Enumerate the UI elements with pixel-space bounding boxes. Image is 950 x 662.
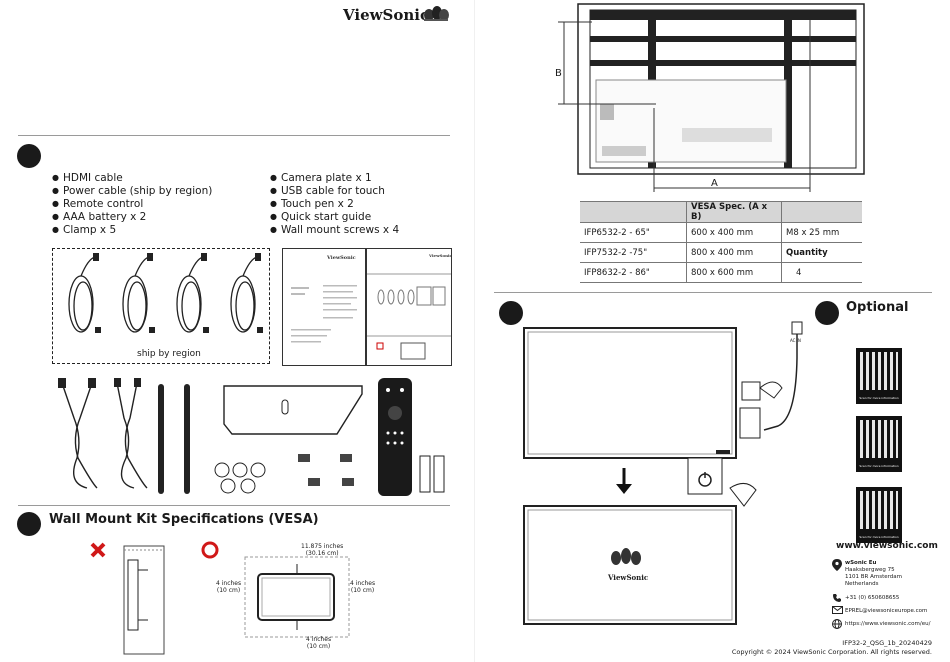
table-cell: 800 x 400 mm: [686, 242, 782, 263]
step-bullet: [17, 512, 41, 536]
vesa-top-dimension: 11.875 inches (30.16 cm): [301, 543, 343, 557]
table-cell: M8 x 25 mm: [781, 222, 862, 243]
qr-caption: Scan for more information: [859, 396, 899, 400]
vesa-left-dim-cm-label: (10 cm): [216, 587, 241, 594]
vesa-right-dim-cm-label: (10 cm): [350, 587, 375, 594]
list-item: Power cable (ship by region): [52, 185, 212, 198]
table-cell: IFP7532-2 -75": [580, 242, 687, 263]
qr-code[interactable]: Scan for more information: [856, 416, 902, 472]
table-cell: Quantity: [781, 242, 862, 263]
brand-logo: ViewSonic: [343, 6, 429, 24]
rear-panel-diagram: [558, 3, 865, 192]
table-cell: IFP6532-2 - 65": [580, 222, 687, 243]
section-rule: [18, 505, 450, 506]
brand-logo-text: ViewSonic: [343, 6, 430, 24]
table-row: IFP7532-2 -75" 800 x 400 mm Quantity: [580, 242, 862, 263]
power-cables-box: ship by region: [52, 248, 270, 364]
power-cable-illustration: [68, 253, 263, 333]
vesa-bottom-dim-label: 4 inches: [306, 636, 332, 643]
table-header-row: VESA Spec. (A x B): [580, 201, 862, 223]
power-on-diagram: ViewSonic: [523, 321, 803, 625]
correct-mount-icon: [201, 541, 219, 559]
vesa-bottom-dim-cm-label: (10 cm): [306, 643, 331, 650]
page-divider: [474, 0, 475, 662]
table-cell: 4: [781, 262, 862, 283]
vesa-bottom-dimension: 4 inches (10 cm): [306, 636, 331, 650]
guide-diagram-illustration: ViewSonic: [367, 253, 453, 360]
address-line: Netherlands: [845, 581, 879, 587]
step-bullet: [815, 301, 839, 325]
address-line: 1101 BR Amsterdam: [845, 574, 902, 580]
vesa-right-dimension: 4 inches (10 cm): [350, 580, 375, 594]
list-item: USB cable for touch: [270, 185, 399, 198]
table-row: IFP8632-2 - 86" 800 x 600 mm 4: [580, 262, 862, 283]
list-item: Touch pen x 2: [270, 198, 399, 211]
svg-text:ViewSonic: ViewSonic: [607, 573, 648, 582]
list-item: AAA battery x 2: [52, 211, 212, 224]
dimension-b-label: B: [555, 68, 562, 79]
quick-start-guide-inner-sheet: ViewSonic: [366, 248, 453, 366]
website-link[interactable]: www.viewsonic.com: [836, 541, 938, 551]
qr-code[interactable]: Scan for more information: [856, 487, 902, 543]
table-cell: 800 x 600 mm: [686, 262, 782, 283]
table-header-cell: [781, 201, 862, 223]
company-name: wSonic Eu: [845, 560, 877, 566]
document-code: IFP32-2_QSG_1b_20240429: [842, 639, 932, 647]
list-item: Clamp x 5: [52, 224, 212, 237]
step-bullet: [17, 144, 41, 168]
table-cell: 600 x 400 mm: [686, 222, 782, 243]
optional-title: Optional: [846, 300, 909, 315]
company-address: wSonic Eu Haaksbergweg 75 1101 BR Amster…: [845, 560, 902, 588]
copyright-notice: Copyright © 2024 ViewSonic Corporation. …: [731, 648, 932, 656]
vesa-right-dim-label: 4 inches: [350, 580, 376, 587]
vesa-mount-diagram: [244, 556, 350, 638]
table-header-cell: [580, 201, 687, 223]
qr-code[interactable]: Scan for more information: [856, 348, 902, 404]
svg-text:ViewSonic: ViewSonic: [428, 253, 451, 258]
vesa-left-dimension: 4 inches (10 cm): [216, 580, 241, 594]
qr-caption: Scan for more information: [859, 464, 899, 468]
quick-start-guide-sheet: ViewSonic: [282, 248, 366, 366]
guide-text-illustration: ViewSonic: [291, 255, 357, 343]
list-item: Quick start guide: [270, 211, 399, 224]
package-list-right: Camera plate x 1 USB cable for touch Tou…: [270, 172, 399, 237]
cross-icon: [90, 542, 106, 558]
email-icon: [832, 606, 843, 614]
ac-in-label: AC IN: [790, 338, 801, 343]
vesa-top-dim-label: 11.875 inches: [301, 543, 344, 550]
list-item: Camera plate x 1: [270, 172, 399, 185]
vesa-section-title: Wall Mount Kit Specifications (VESA): [49, 512, 319, 527]
region-caption: ship by region: [137, 349, 201, 359]
vesa-top-dim-cm-label: (30.16 cm): [305, 550, 339, 557]
list-item: HDMI cable: [52, 172, 212, 185]
vesa-spec-table: VESA Spec. (A x B) IFP6532-2 - 65" 600 x…: [580, 201, 862, 283]
section-rule: [18, 135, 450, 136]
location-pin-icon: [832, 559, 842, 571]
phone-number: +31 (0) 650608655: [845, 595, 900, 601]
birds-logo-icon: [424, 6, 449, 21]
dimension-a-label: A: [711, 178, 718, 189]
section-rule: [494, 292, 932, 293]
globe-icon: [832, 619, 842, 629]
wrong-mount-illustration: [90, 542, 165, 655]
vesa-left-dim-label: 4 inches: [216, 580, 242, 587]
phone-icon: [833, 594, 841, 602]
table-row: IFP6532-2 - 65" 600 x 400 mm M8 x 25 mm: [580, 222, 862, 243]
address-line: Haaksbergweg 75: [845, 567, 895, 573]
package-list-left: HDMI cable Power cable (ship by region) …: [52, 172, 212, 237]
list-item: Remote control: [52, 198, 212, 211]
list-item: Wall mount screws x 4: [270, 224, 399, 237]
table-cell: IFP8632-2 - 86": [580, 262, 687, 283]
email-link[interactable]: EPREL@viewsoniceurope.com: [845, 608, 928, 614]
website-url-link[interactable]: https://www.viewsonic.com/eu/: [845, 621, 931, 627]
qr-caption: Scan for more information: [859, 535, 899, 539]
svg-text:ViewSonic: ViewSonic: [326, 255, 356, 261]
accessories-illustration: [58, 378, 445, 496]
table-header-cell: VESA Spec. (A x B): [686, 201, 782, 223]
step-bullet: [499, 301, 523, 325]
